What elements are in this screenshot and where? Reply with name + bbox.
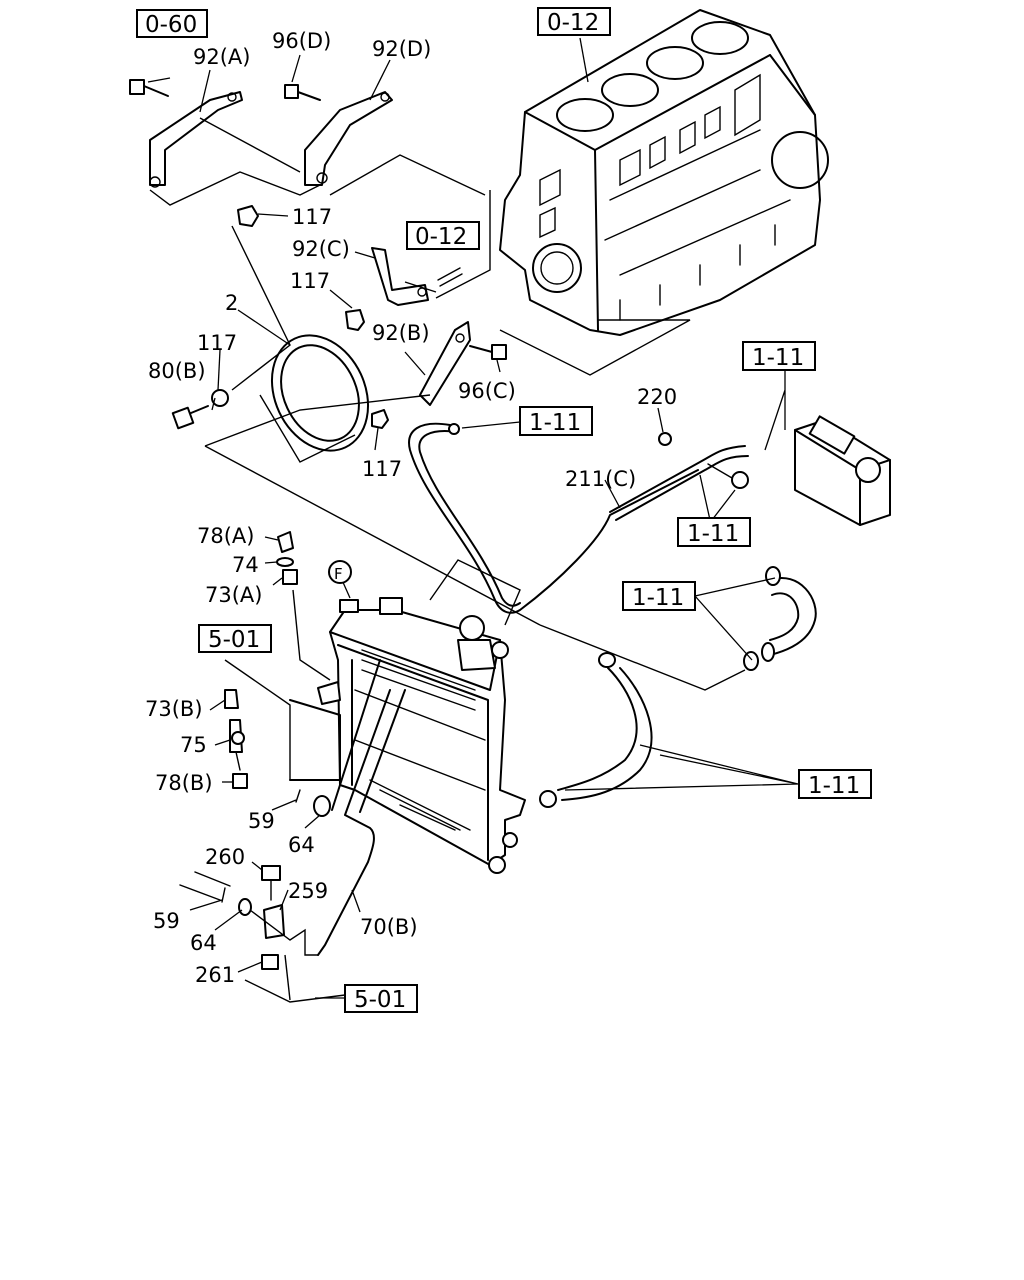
ref-0-12-engine-text: 0-12 (547, 10, 599, 36)
ref-box-5-01-upper[interactable]: 5-01 (198, 624, 272, 653)
bracket-92d (304, 91, 393, 186)
label-117-left: 117 (197, 331, 237, 355)
ref-box-0-12-stud[interactable]: 0-12 (406, 221, 480, 250)
ref-5-01-upper-text: 5-01 (208, 627, 260, 653)
label-220: 220 (637, 385, 677, 409)
ref-box-1-11-upper-hose[interactable]: 1-11 (622, 581, 696, 611)
bolt-96c (469, 344, 507, 360)
ref-box-1-11-overflow[interactable]: 1-11 (519, 406, 593, 436)
ref-1-11-lower-hose-text: 1-11 (808, 773, 860, 799)
ref-box-0-12-engine[interactable]: 0-12 (537, 7, 611, 36)
drain-tube-70b (317, 659, 406, 956)
leader-lines (147, 37, 799, 999)
reserve-tank (794, 415, 891, 526)
label-64-lower: 64 (190, 931, 217, 955)
ref-box-1-11-tank[interactable]: 1-11 (742, 341, 816, 371)
label-59-upper: 59 (248, 809, 275, 833)
ref-1-11-overflow-text: 1-11 (529, 410, 581, 436)
engine-block (499, 9, 829, 336)
mount-117-top (237, 205, 259, 227)
ref-1-11-pipe-text: 1-11 (687, 521, 739, 547)
mount-117-mid (345, 309, 365, 331)
mount-117-left (211, 389, 229, 407)
ref-box-5-01-lower[interactable]: 5-01 (344, 984, 418, 1013)
part-labels: 92(A) 96(D) 92(D) 117 92(C) 117 2 92(B) … (145, 29, 677, 987)
label-70b: 70(B) (360, 915, 418, 939)
label-f: F (334, 565, 343, 583)
leader-bracket-a (149, 171, 321, 206)
leader-ring-to-radiator (204, 445, 541, 626)
label-78b: 78(B) (155, 771, 213, 795)
label-92b: 92(B) (372, 321, 430, 345)
leader-engine-bottom (499, 319, 691, 376)
label-92d: 92(D) (372, 37, 431, 61)
label-78a: 78(A) (197, 524, 254, 548)
label-92a: 92(A) (193, 45, 250, 69)
bracket-92a (149, 91, 243, 188)
label-64-upper: 64 (288, 833, 315, 857)
ref-1-11-upper-hose-text: 1-11 (632, 585, 684, 611)
radiator (317, 597, 526, 874)
label-259: 259 (288, 879, 328, 903)
lower-bracket-hardware (179, 865, 346, 1003)
label-117-mid: 117 (290, 269, 330, 293)
leader-radiator-hose (539, 624, 746, 691)
clamp-220 (658, 432, 672, 446)
ref-1-11-tank-text: 1-11 (752, 345, 804, 371)
section-refs: 0-60 0-12 0-12 1-11 1-11 1-11 1-11 1-11 (136, 7, 872, 1013)
mount-117-bottom (371, 409, 389, 429)
ref-box-1-11-lower-hose[interactable]: 1-11 (798, 769, 872, 799)
bracket-92c (371, 247, 429, 306)
fan-shroud-ring (259, 334, 370, 463)
label-117-top: 117 (292, 205, 332, 229)
label-75: 75 (180, 733, 207, 757)
label-59-lower: 59 (153, 909, 180, 933)
stud-0-12 (437, 267, 463, 287)
marker-f (328, 560, 352, 584)
hardware-stack (224, 531, 341, 817)
label-92c: 92(C) (292, 237, 350, 261)
ref-0-60-text: 0-60 (145, 12, 197, 38)
label-211c: 211(C) (565, 467, 636, 491)
leader-radiator-top (429, 559, 521, 626)
leader-bracket-d (199, 117, 486, 196)
label-260: 260 (205, 845, 245, 869)
leader-ring-bottom (204, 394, 431, 447)
ref-5-01-lower-text: 5-01 (354, 987, 406, 1013)
overflow-hose (408, 422, 699, 614)
label-80b: 80(B) (148, 359, 206, 383)
label-96c: 96(C) (458, 379, 516, 403)
label-74: 74 (232, 553, 259, 577)
bolt-80b (171, 405, 209, 430)
lower-radiator-hose (539, 652, 653, 808)
label-96d: 96(D) (272, 29, 331, 53)
bracket-92b (419, 321, 471, 406)
label-117-bottom: 117 (362, 457, 402, 481)
label-73a: 73(A) (205, 583, 262, 607)
pipe-211c (609, 445, 749, 521)
label-2: 2 (225, 291, 238, 315)
bolt-0-60 (129, 79, 169, 97)
ref-box-0-60[interactable]: 0-60 (136, 9, 208, 38)
label-261: 261 (195, 963, 235, 987)
upper-radiator-hose (743, 566, 817, 671)
leader-engine-left (435, 190, 491, 299)
label-73b: 73(B) (145, 697, 203, 721)
bolt-96d (284, 84, 321, 101)
ref-0-12-stud-text: 0-12 (415, 224, 467, 250)
ref-box-1-11-pipe[interactable]: 1-11 (677, 517, 751, 547)
bolt-1-11-pipe (707, 463, 749, 489)
